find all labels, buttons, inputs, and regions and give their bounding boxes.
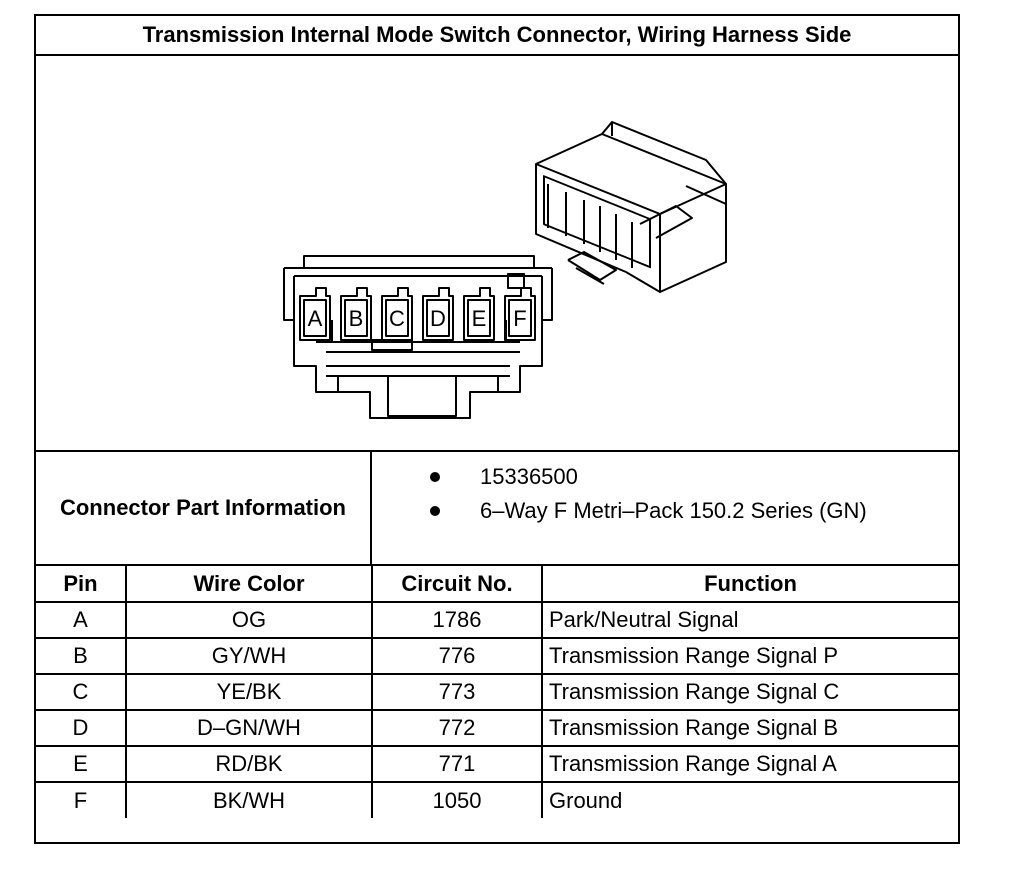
cavity-inner: [344, 299, 368, 337]
pinout-table: Pin Wire Color Circuit No. Function A OG…: [36, 566, 958, 818]
cavity-outline: [340, 287, 372, 341]
pin-cell: F: [36, 781, 127, 818]
cavity-inner: [426, 299, 450, 337]
pin-label: F: [513, 306, 526, 331]
cavity-a: A: [299, 287, 331, 341]
header-function: Function: [541, 566, 958, 603]
pin-cell: B: [36, 637, 127, 675]
part-number: 15336500: [480, 464, 578, 489]
circuit-cell: 1050: [371, 781, 543, 818]
cavity-outline: [463, 287, 495, 341]
cavity-e: E: [463, 287, 495, 341]
cavity-outline: [299, 287, 331, 341]
header-pin: Pin: [36, 566, 127, 603]
bullet-icon: [430, 472, 440, 482]
pin-label: A: [308, 306, 323, 331]
wire-color-cell: BK/WH: [125, 781, 373, 818]
circuit-cell: 773: [371, 673, 543, 711]
connector-info-list: 15336500 6–Way F Metri–Pack 150.2 Series…: [372, 460, 952, 528]
cavity-b: B: [340, 287, 372, 341]
table-header-row: Pin Wire Color Circuit No. Function: [36, 566, 958, 603]
connector-description: 6–Way F Metri–Pack 150.2 Series (GN): [480, 498, 867, 523]
connector-isometric-view: [535, 121, 727, 293]
pin-cell: A: [36, 601, 127, 639]
pin-label: D: [430, 306, 446, 331]
pin-label: C: [389, 306, 405, 331]
cavity-inner: [508, 299, 532, 337]
circuit-cell: 772: [371, 709, 543, 747]
cavity-f: F: [504, 287, 536, 341]
pin-cell: D: [36, 709, 127, 747]
cavity-d: D: [422, 287, 454, 341]
table-row: A OG 1786 Park/Neutral Signal: [36, 601, 958, 639]
cavity-outline: [504, 287, 536, 341]
table-row: C YE/BK 773 Transmission Range Signal C: [36, 673, 958, 711]
connector-info-item: 6–Way F Metri–Pack 150.2 Series (GN): [372, 494, 952, 528]
cavity-c: C: [381, 287, 413, 341]
wire-color-cell: D–GN/WH: [125, 709, 373, 747]
wire-color-cell: YE/BK: [125, 673, 373, 711]
cavity-outline: [381, 287, 413, 341]
pin-label: B: [349, 306, 364, 331]
table-row: D D–GN/WH 772 Transmission Range Signal …: [36, 709, 958, 747]
wire-color-cell: RD/BK: [125, 745, 373, 783]
connector-info-item: 15336500: [372, 460, 952, 494]
pin-cell: C: [36, 673, 127, 711]
table-row: B GY/WH 776 Transmission Range Signal P: [36, 637, 958, 675]
function-cell: Transmission Range Signal P: [541, 637, 958, 675]
function-cell: Transmission Range Signal A: [541, 745, 958, 783]
sheet-title: Transmission Internal Mode Switch Connec…: [36, 16, 958, 56]
table-row: E RD/BK 771 Transmission Range Signal A: [36, 745, 958, 783]
connector-info-label: Connector Part Information: [36, 452, 372, 564]
bullet-icon: [430, 506, 440, 516]
cavity-inner: [467, 299, 491, 337]
pin-cell: E: [36, 745, 127, 783]
wire-color-cell: GY/WH: [125, 637, 373, 675]
cavity-outline: [422, 287, 454, 341]
header-circuit-no: Circuit No.: [371, 566, 543, 603]
pin-label: E: [472, 306, 487, 331]
circuit-cell: 1786: [371, 601, 543, 639]
function-cell: Transmission Range Signal C: [541, 673, 958, 711]
cavity-inner: [303, 299, 327, 337]
connector-part-information: Connector Part Information 15336500 6–Wa…: [36, 452, 958, 566]
cavity-inner: [385, 299, 409, 337]
function-cell: Transmission Range Signal B: [541, 709, 958, 747]
header-wire-color: Wire Color: [125, 566, 373, 603]
circuit-cell: 771: [371, 745, 543, 783]
wire-color-cell: OG: [125, 601, 373, 639]
function-cell: Ground: [541, 781, 958, 818]
table-row: F BK/WH 1050 Ground: [36, 781, 958, 818]
connector-sheet: Transmission Internal Mode Switch Connec…: [34, 14, 960, 844]
circuit-cell: 776: [371, 637, 543, 675]
function-cell: Park/Neutral Signal: [541, 601, 958, 639]
